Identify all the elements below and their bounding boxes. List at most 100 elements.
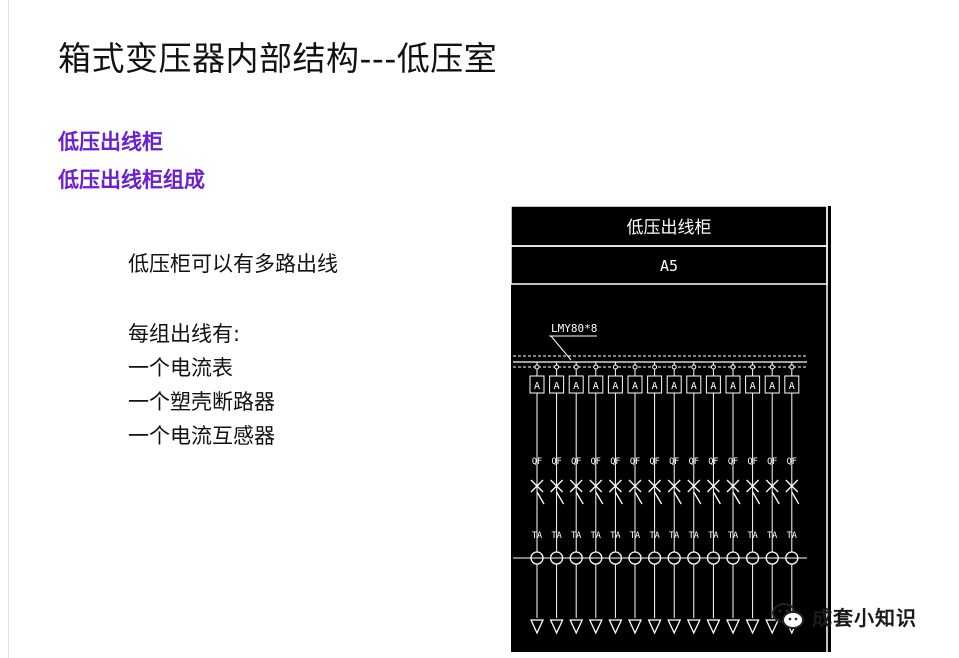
text-multiple-outlets: 低压柜可以有多路出线 (128, 252, 338, 276)
bus-tap-node (671, 364, 677, 370)
cabinet-code: A5 (660, 257, 678, 275)
outlet-terminal (627, 619, 643, 635)
watermark: 成套小知识 (770, 600, 917, 632)
breaker-contact (673, 491, 682, 505)
outlet-terminal (608, 619, 623, 635)
ct-label: TA (551, 531, 561, 541)
bus-tap-node (789, 364, 795, 370)
ammeter-box (784, 375, 800, 394)
lv-cabinet-schematic: 低压出线柜 A5 LMY80*8 A QF TA A QF TA A QF TA A QF TA A QF… (511, 206, 831, 652)
ammeter-box (725, 375, 741, 394)
ct-label: TA (787, 531, 797, 541)
breaker-label: QF (728, 457, 738, 467)
breaker-symbol (589, 479, 603, 493)
ammeter-box (529, 375, 545, 394)
outlet-terminal (588, 619, 603, 635)
watermark-text: 成套小知识 (812, 605, 917, 630)
ammeter-label: A (652, 381, 658, 392)
ammeter-label: A (554, 381, 560, 392)
ammeter-box (686, 375, 702, 394)
ammeter-box (607, 375, 623, 394)
busbar-label: LMY80*8 (551, 322, 597, 335)
outlet-terminal (706, 619, 721, 635)
breaker-label: QF (787, 457, 797, 467)
ammeter-label: A (632, 381, 638, 392)
breaker-contact (575, 491, 584, 505)
text-each-group: 每组出线有: (128, 322, 241, 346)
outlet-terminal (765, 619, 780, 635)
ammeter-label: A (691, 381, 697, 392)
ct-label: TA (610, 531, 620, 541)
ammeter-label: A (710, 381, 716, 392)
breaker-label: QF (610, 457, 620, 467)
ammeter-label: A (769, 381, 775, 392)
ct-label: TA (649, 531, 659, 541)
bus-tap-node (534, 364, 540, 370)
bus-tap-node (730, 364, 736, 370)
bus-tap-node (612, 364, 618, 370)
ct-label: TA (728, 531, 738, 541)
breaker-contact (791, 491, 800, 505)
wechat-icon (772, 603, 804, 629)
breaker-contact (712, 491, 721, 505)
bus-tap-node (573, 364, 579, 370)
breaker-symbol (667, 479, 681, 493)
breaker-symbol (628, 479, 642, 493)
breaker-label: QF (689, 457, 699, 467)
breaker-symbol (746, 479, 760, 493)
breaker-symbol (530, 479, 544, 493)
ammeter-box (705, 375, 721, 394)
breaker-contact (752, 491, 761, 505)
cabinet-header: 低压出线柜 (627, 218, 712, 238)
bus-tap-node (769, 364, 775, 370)
ct-label: TA (591, 531, 601, 541)
ammeter-label: A (534, 381, 540, 392)
breaker-symbol (765, 479, 779, 493)
outlet-terminal (569, 619, 584, 635)
ammeter-label: A (573, 381, 579, 392)
outlet-terminal (725, 619, 741, 635)
breaker-contact (654, 491, 663, 505)
breaker-symbol (608, 479, 622, 493)
breaker-label: QF (551, 457, 561, 467)
breaker-symbol (648, 479, 662, 493)
ammeter-label: A (671, 381, 677, 392)
bus-tap-node (652, 364, 658, 370)
breaker-label: QF (630, 457, 640, 467)
bus-tap-node (554, 364, 560, 370)
ammeter-label: A (789, 381, 795, 392)
ct-label: TA (747, 531, 757, 541)
ammeter-label: A (593, 381, 599, 392)
breaker-label: QF (669, 457, 679, 467)
breaker-symbol (785, 479, 799, 493)
busbar-leader (550, 335, 572, 361)
ct-label: TA (689, 531, 699, 541)
breaker-label: QF (649, 457, 659, 467)
bus-tap-node (750, 364, 756, 370)
breaker-contact (595, 491, 604, 505)
outlet-terminal (667, 619, 682, 635)
bus-tap-node (691, 364, 697, 370)
text-mccb: 一个塑壳断路器 (128, 390, 275, 414)
ammeter-label: A (612, 381, 618, 392)
breaker-label: QF (591, 457, 601, 467)
breaker-label: QF (532, 457, 542, 467)
breaker-symbol (687, 479, 701, 493)
breaker-contact (614, 491, 623, 505)
ammeter-box (549, 375, 565, 394)
ct-label: TA (630, 531, 640, 541)
outlet-terminal (647, 619, 662, 635)
ct-label: TA (708, 531, 718, 541)
ct-label: TA (571, 531, 581, 541)
text-ammeter: 一个电流表 (128, 356, 233, 380)
breaker-label: QF (708, 457, 718, 467)
breaker-symbol (569, 479, 583, 493)
ammeter-box (745, 375, 761, 394)
ammeter-box (666, 375, 682, 394)
bus-tap-node (632, 364, 638, 370)
bus-tap-node (593, 364, 599, 370)
ammeter-box (568, 375, 584, 394)
outlet-terminal (686, 619, 701, 635)
breaker-contact (693, 491, 702, 505)
breaker-label: QF (571, 457, 581, 467)
